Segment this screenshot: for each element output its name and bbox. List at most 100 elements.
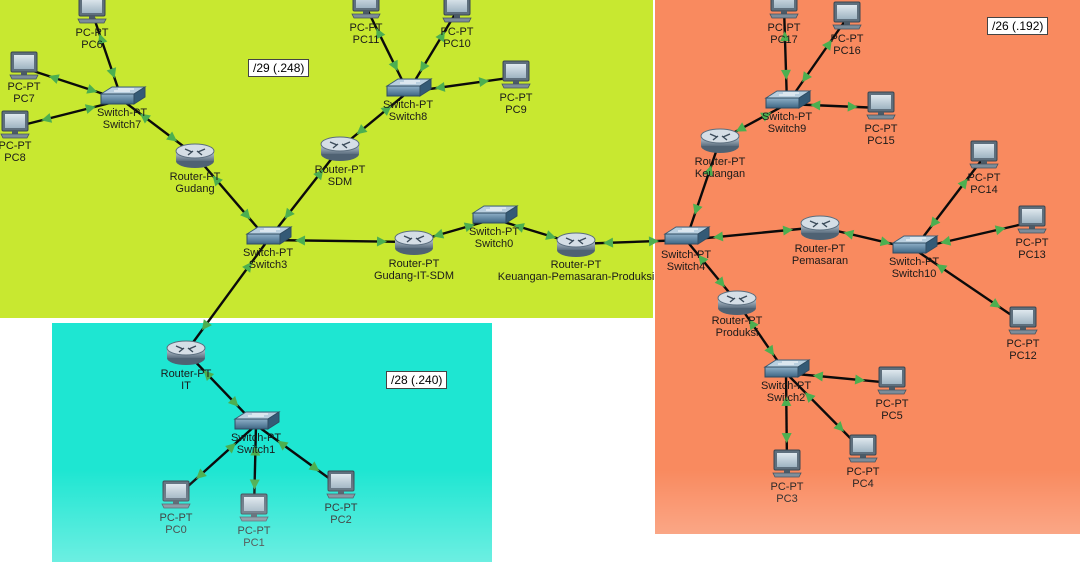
device-type-label: Switch-PT — [231, 432, 281, 444]
link-status-indicator — [930, 216, 941, 228]
link-status-indicator — [242, 261, 253, 273]
device-name-label: SDM — [328, 176, 352, 188]
device-name-label: PC1 — [243, 537, 264, 549]
link-status-indicator — [308, 461, 320, 472]
device-type-label: PC-PT — [238, 525, 271, 537]
device-type-label: PC-PT — [350, 22, 383, 34]
link-pc6-switch7 — [90, 11, 124, 101]
subnet-label-cyan: /28 (.240) — [386, 371, 448, 389]
link-status-indicator — [284, 207, 295, 219]
link-cable — [90, 11, 124, 101]
link-status-indicator — [804, 392, 816, 403]
device-type-label: PC-PT — [500, 92, 533, 104]
device-type-label: PC-PT — [865, 123, 898, 135]
pc-icon — [848, 434, 878, 463]
router-icon — [800, 215, 840, 240]
subnet-area-cyan — [52, 323, 492, 562]
router-icon — [166, 340, 206, 365]
device-type-label: Switch-PT — [383, 99, 433, 111]
link-cable — [684, 139, 722, 241]
link-status-indicator — [989, 298, 1001, 308]
device-name-label: PC4 — [852, 478, 873, 490]
device-name-label: Gudang — [175, 183, 214, 195]
link-status-indicator — [294, 235, 306, 246]
device-name-label: Switch2 — [767, 392, 806, 404]
link-status-indicator — [463, 222, 475, 233]
pc-icon — [0, 110, 30, 139]
link-status-indicator — [84, 104, 96, 114]
device-type-label: PC-PT — [441, 26, 474, 38]
device-name-label: Switch10 — [892, 268, 937, 280]
pc-icon — [969, 140, 999, 169]
link-status-indicator — [780, 31, 791, 42]
link-pc11-switch8 — [364, 6, 410, 93]
link-status-indicator — [249, 479, 260, 490]
link-status-indicator — [513, 223, 525, 233]
subnet-label-yellow: /29 (.248) — [248, 59, 310, 77]
pc-icon — [772, 449, 802, 478]
device-type-label: Router-PT — [389, 258, 440, 270]
link-cable — [255, 424, 342, 488]
link-cable — [782, 6, 789, 105]
link-status-indicator — [433, 228, 445, 239]
link-status-indicator — [376, 28, 386, 40]
link-cable — [913, 156, 985, 250]
device-type-label: Router-PT — [315, 164, 366, 176]
device-name-label: PC11 — [353, 34, 380, 46]
router-icon — [700, 128, 740, 153]
device-name-label: PC17 — [770, 34, 798, 46]
device-name-label: PC7 — [13, 93, 34, 105]
device-type-label: Switch-PT — [243, 247, 293, 259]
device-name-label: IT — [181, 380, 191, 392]
link-switch1-pc2 — [255, 424, 342, 488]
subnet-area-yellow — [0, 0, 653, 318]
device-name-label: Switch4 — [667, 261, 706, 273]
link-status-indicator — [106, 67, 117, 79]
pc-icon — [1017, 205, 1047, 234]
link-switch3-router-gudang-it-sdm — [267, 235, 415, 247]
link-status-indicator — [957, 178, 968, 190]
pc-icon — [832, 1, 862, 30]
link-pc17-switch9 — [780, 6, 791, 105]
link-status-indicator — [714, 276, 725, 288]
switch-icon — [891, 235, 939, 254]
link-status-indicator — [802, 71, 812, 83]
device-type-label: PC-PT — [1007, 338, 1040, 350]
link-status-indicator — [545, 230, 557, 240]
